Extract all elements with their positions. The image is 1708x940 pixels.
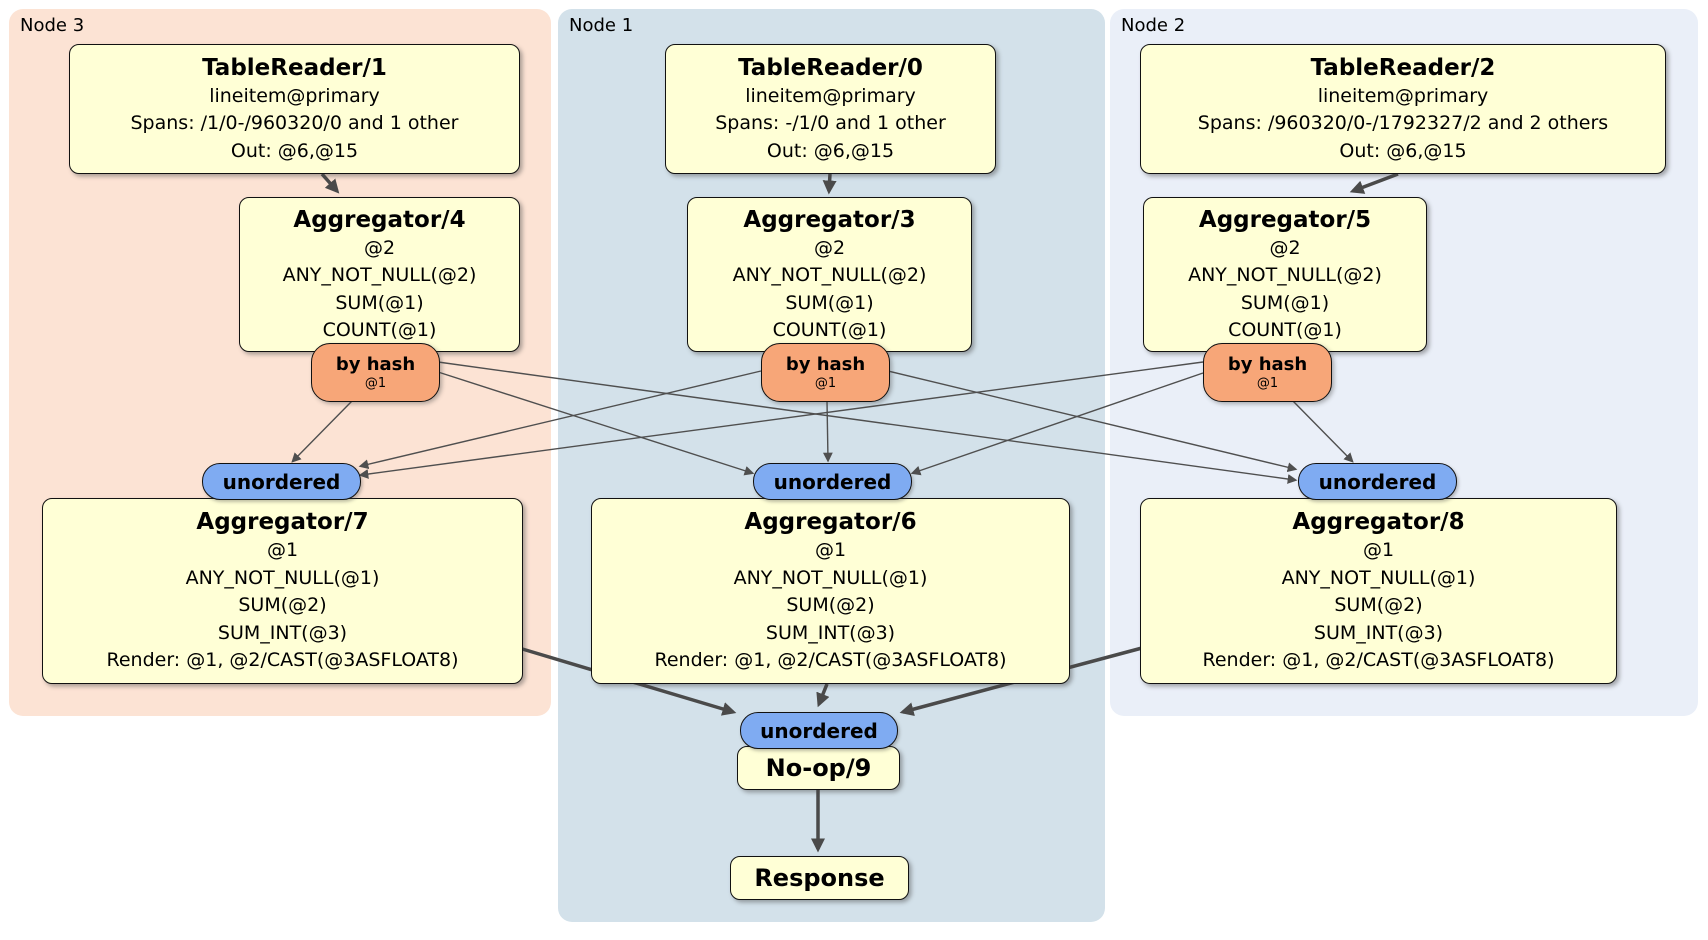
final-aggregator-box: Aggregator/7 @1 ANY_NOT_NULL(@1) SUM(@2)… — [42, 498, 523, 684]
table-reader-box: TableReader/1 lineitem@primary Spans: /1… — [69, 44, 520, 174]
unordered-sync-pill: unordered — [202, 463, 361, 500]
processor-line: Spans: /960320/0-/1792327/2 and 2 others — [1197, 112, 1609, 135]
processor-line: ANY_NOT_NULL(@1) — [1281, 566, 1476, 589]
processor-line: @1 — [814, 539, 847, 562]
processor-line: @2 — [813, 236, 846, 259]
processor-title: Aggregator/7 — [196, 509, 369, 536]
processor-line: ANY_NOT_NULL(@2) — [1188, 264, 1382, 286]
noop-box: No-op/9 — [737, 746, 900, 790]
processor-line: Render: @1, @2/CAST(@3ASFLOAT8) — [106, 649, 459, 672]
node-group-label: Node 1 — [569, 15, 634, 36]
router-label: by hash — [1227, 353, 1308, 375]
processor-line: SUM_INT(@3) — [1313, 621, 1444, 644]
processor-line: lineitem@primary — [209, 84, 380, 107]
processor-line: ANY_NOT_NULL(@1) — [733, 566, 928, 589]
processor-line: @1 — [266, 539, 299, 562]
processor-title: Response — [754, 864, 885, 892]
processor-line: @1 — [1362, 539, 1395, 562]
aggregator-box: Aggregator/4 @2 ANY_NOT_NULL(@2) SUM(@1)… — [239, 197, 520, 352]
processor-line: COUNT(@1) — [1228, 319, 1342, 341]
processor-line: SUM(@2) — [786, 594, 875, 617]
processor-line: Spans: -/1/0 and 1 other — [715, 112, 946, 135]
final-unordered-sync-pill: unordered — [740, 712, 898, 749]
processor-line: ANY_NOT_NULL(@2) — [282, 264, 477, 286]
unordered-sync-pill: unordered — [1298, 463, 1457, 500]
processor-line: SUM(@2) — [238, 594, 327, 617]
sync-label: unordered — [222, 469, 341, 494]
processor-title: Aggregator/8 — [1292, 509, 1465, 536]
processor-title: TableReader/0 — [738, 54, 923, 81]
processor-line: Render: @1, @2/CAST(@3ASFLOAT8) — [1202, 649, 1555, 672]
processor-line: SUM_INT(@3) — [217, 621, 348, 644]
router-detail: @1 — [1256, 375, 1279, 391]
response-box: Response — [730, 856, 909, 900]
processor-line: SUM_INT(@3) — [765, 621, 896, 644]
processor-line: SUM(@1) — [1240, 291, 1330, 314]
processor-title: Aggregator/5 — [1198, 206, 1372, 233]
processor-line: SUM(@2) — [1334, 594, 1423, 617]
processor-line: COUNT(@1) — [772, 319, 887, 341]
final-aggregator-box: Aggregator/6 @1 ANY_NOT_NULL(@1) SUM(@2)… — [591, 498, 1070, 684]
router-sync-links — [291, 361, 1354, 484]
router-detail: @1 — [364, 375, 387, 391]
processor-title: No-op/9 — [765, 754, 872, 782]
processor-line: ANY_NOT_NULL(@2) — [732, 264, 927, 286]
aggregator-box: Aggregator/3 @2 ANY_NOT_NULL(@2) SUM(@1)… — [687, 197, 972, 352]
processor-line: lineitem@primary — [745, 84, 916, 107]
hash-router-pill: by hash @1 — [1203, 343, 1332, 402]
router-label: by hash — [785, 353, 866, 375]
aggregator-box: Aggregator/5 @2 ANY_NOT_NULL(@2) SUM(@1)… — [1143, 197, 1427, 352]
processor-title: Aggregator/6 — [744, 509, 917, 536]
processor-line: SUM(@1) — [335, 291, 424, 314]
hash-router-pill: by hash @1 — [761, 343, 890, 402]
processor-line: Spans: /1/0-/960320/0 and 1 other — [130, 112, 459, 135]
processor-line: Out: @6,@15 — [1339, 139, 1467, 162]
sync-label: unordered — [760, 718, 878, 743]
table-reader-box: TableReader/2 lineitem@primary Spans: /9… — [1140, 44, 1666, 174]
sync-label: unordered — [1318, 469, 1437, 494]
router-label: by hash — [335, 353, 416, 375]
processor-line: Out: @6,@15 — [230, 139, 359, 162]
processor-title: TableReader/2 — [1310, 54, 1496, 81]
unordered-sync-pill: unordered — [753, 463, 912, 500]
processor-line: @2 — [1269, 236, 1301, 259]
sync-label: unordered — [773, 469, 892, 494]
processor-line: COUNT(@1) — [322, 319, 437, 341]
processor-line: @2 — [363, 236, 396, 259]
node-group-label: Node 3 — [20, 15, 85, 36]
processor-line: Render: @1, @2/CAST(@3ASFLOAT8) — [654, 649, 1007, 672]
processor-line: SUM(@1) — [785, 291, 874, 314]
processor-line: ANY_NOT_NULL(@1) — [185, 566, 380, 589]
processor-title: Aggregator/3 — [743, 206, 916, 233]
table-reader-box: TableReader/0 lineitem@primary Spans: -/… — [665, 44, 996, 174]
processor-line: lineitem@primary — [1317, 84, 1489, 107]
router-detail: @1 — [814, 375, 837, 391]
node-group-label: Node 2 — [1121, 15, 1186, 36]
processor-title: TableReader/1 — [202, 54, 387, 81]
hash-router-pill: by hash @1 — [311, 343, 440, 402]
processor-title: Aggregator/4 — [293, 206, 466, 233]
processor-line: Out: @6,@15 — [766, 139, 895, 162]
final-aggregator-box: Aggregator/8 @1 ANY_NOT_NULL(@1) SUM(@2)… — [1140, 498, 1617, 684]
